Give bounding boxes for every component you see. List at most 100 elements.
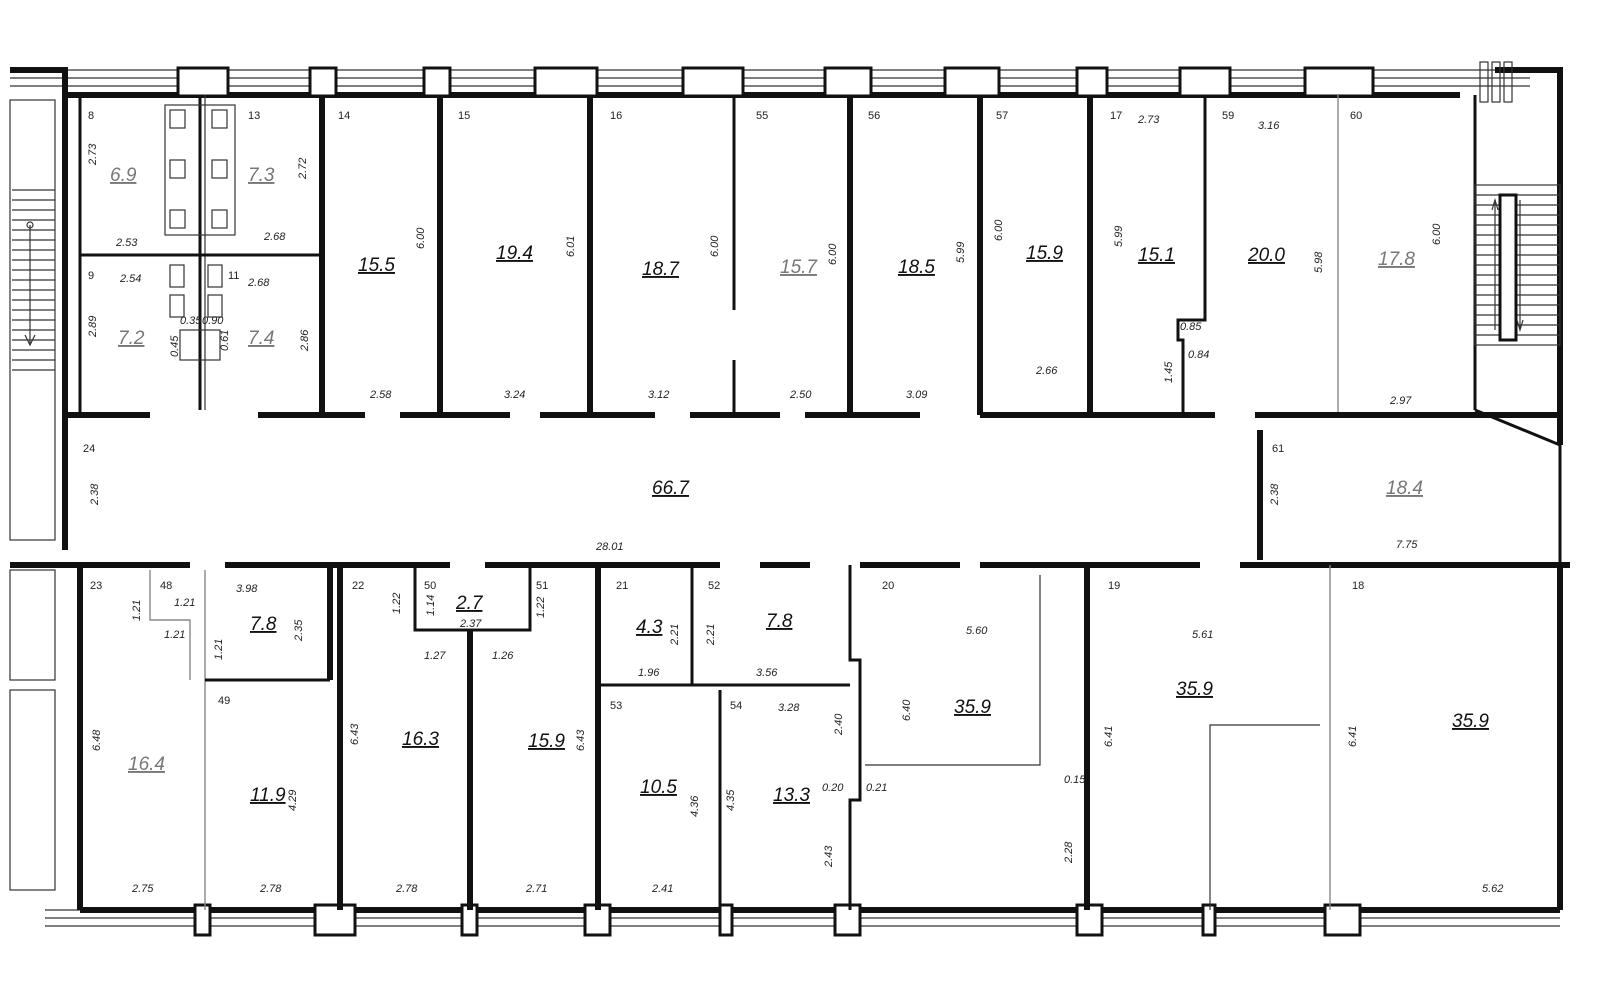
dimension-label: 6.00 <box>709 235 721 257</box>
dimension-label: 6.41 <box>1103 726 1115 747</box>
dimension-label: 5.60 <box>966 625 988 637</box>
room-number: 18 <box>1352 580 1364 592</box>
dimension-label: 1.22 <box>535 597 547 618</box>
room-area: 7.8 <box>250 614 277 635</box>
dimension-label: 6.40 <box>901 699 913 721</box>
dimension-label: 2.50 <box>789 389 812 401</box>
room-area: 16.3 <box>402 729 439 750</box>
dimension-label: 4.29 <box>287 790 299 811</box>
room-area: 35.9 <box>954 697 991 718</box>
dimension-label: 5.61 <box>1192 629 1213 641</box>
dimension-label: 2.68 <box>247 277 270 289</box>
corridor <box>1257 430 1562 565</box>
room-number: 16 <box>610 110 622 122</box>
room-area: 6.9 <box>110 165 137 186</box>
dimension-label: 5.62 <box>1482 883 1503 895</box>
outer-walls <box>10 67 1563 913</box>
room-number: 11 <box>228 270 239 282</box>
dimension-label: 0.85 <box>1180 321 1202 333</box>
room-number: 20 <box>882 580 894 592</box>
room-number: 14 <box>338 110 350 122</box>
room-area: 20.0 <box>1247 245 1285 266</box>
room-number: 13 <box>248 110 260 122</box>
dimension-label: 2.28 <box>1063 841 1075 864</box>
room-number: 19 <box>1108 580 1120 592</box>
room-number: 61 <box>1272 443 1284 455</box>
dimension-labels: 2.73 2.72 2.53 2.68 2.54 2.68 2.89 2.86 … <box>87 114 1503 895</box>
room-area: 17.8 <box>1378 249 1415 270</box>
dimension-label: 2.71 <box>525 883 547 895</box>
dimension-label: 2.73 <box>87 143 99 166</box>
dimension-label: 6.41 <box>1347 726 1359 747</box>
dimension-label: 0.15 <box>1064 774 1086 786</box>
room-area: 19.4 <box>496 243 533 264</box>
dimension-label: 6.48 <box>91 729 103 751</box>
dimension-label: 7.75 <box>1396 539 1418 551</box>
room-number: 23 <box>90 580 102 592</box>
room-area: 2.7 <box>455 593 484 614</box>
room-number: 59 <box>1222 110 1234 122</box>
room-area: 35.9 <box>1452 711 1489 732</box>
dimension-label: 6.43 <box>349 723 361 745</box>
room-area: 15.9 <box>1026 243 1063 264</box>
dimension-label: 2.66 <box>1035 365 1058 377</box>
dimension-label: 6.00 <box>1431 223 1443 245</box>
dimension-label: 3.28 <box>778 702 800 714</box>
room-number: 9 <box>88 270 94 282</box>
dimension-label: 1.22 <box>391 593 403 614</box>
room-number: 17 <box>1110 110 1122 122</box>
dimension-label: 2.58 <box>369 389 392 401</box>
dimension-label: 2.53 <box>115 237 138 249</box>
dimension-label: 2.78 <box>395 883 418 895</box>
right-stair <box>1474 61 1561 346</box>
room-area: 15.9 <box>528 731 565 752</box>
room-numbers: 8 13 9 11 14 15 16 55 56 57 17 59 60 24 … <box>83 110 1364 712</box>
dimension-label: 2.54 <box>119 273 141 285</box>
dimension-label: 3.56 <box>756 667 778 679</box>
room-number: 21 <box>616 580 628 592</box>
dimension-label: 0.21 <box>866 782 887 794</box>
dimension-label: 3.98 <box>236 583 258 595</box>
dimension-label: 1.45 <box>1163 361 1175 383</box>
room-number: 56 <box>868 110 880 122</box>
room-number: 57 <box>996 110 1008 122</box>
room-area: 15.1 <box>1138 245 1175 266</box>
left-stair <box>9 99 56 891</box>
room-area: 15.5 <box>358 255 395 276</box>
room-number: 22 <box>352 580 364 592</box>
dimension-label: 0.35 <box>180 315 202 327</box>
room-number: 15 <box>458 110 470 122</box>
dimension-label: 2.97 <box>1389 395 1412 407</box>
dimension-label: 2.21 <box>705 624 717 646</box>
dimension-label: 0.20 <box>822 782 844 794</box>
dimension-label: 3.12 <box>648 389 669 401</box>
room-number: 54 <box>730 700 742 712</box>
room-area: 7.8 <box>766 611 793 632</box>
dimension-label: 28.01 <box>595 541 624 553</box>
room-area: 16.4 <box>128 754 165 775</box>
dimension-label: 2.41 <box>651 883 673 895</box>
dimension-label: 3.16 <box>1258 120 1280 132</box>
dimension-label: 6.00 <box>415 227 427 249</box>
dimension-label: 2.43 <box>823 845 835 868</box>
dimension-label: 2.35 <box>293 619 305 642</box>
dimension-label: 2.86 <box>299 329 311 352</box>
room-area: 4.3 <box>636 617 663 638</box>
dimension-label: 6.43 <box>575 729 587 751</box>
dimension-label: 6.00 <box>827 243 839 265</box>
room-area: 11.9 <box>250 785 286 806</box>
room-area: 15.7 <box>780 257 818 278</box>
room-number: 24 <box>83 443 95 455</box>
dimension-label: 4.36 <box>689 795 701 817</box>
dimension-label: 2.21 <box>669 624 681 646</box>
dimension-label: 0.84 <box>1188 349 1209 361</box>
room-number: 60 <box>1350 110 1362 122</box>
dimension-label: 5.99 <box>1113 226 1125 247</box>
room-number: 53 <box>610 700 622 712</box>
room-number: 55 <box>756 110 768 122</box>
dimension-label: 1.21 <box>213 639 225 660</box>
room-area: 13.3 <box>773 785 810 806</box>
dimension-label: 2.78 <box>259 883 282 895</box>
top-window-strip <box>10 69 1530 87</box>
room-area: 7.4 <box>248 328 274 349</box>
